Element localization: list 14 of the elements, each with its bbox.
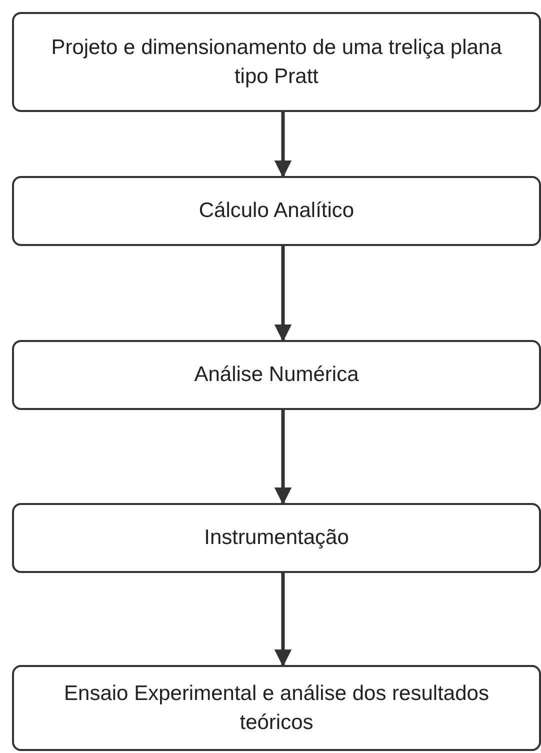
box-label: Análise Numérica — [194, 362, 359, 388]
arrow — [274, 410, 292, 505]
process-box — [12, 12, 541, 112]
box-label: Instrumentação — [204, 525, 349, 552]
box-label: Projeto e dimensionamento de uma treliça plana tipo Pratt — [50, 34, 503, 90]
arrow — [274, 246, 292, 342]
arrow — [274, 112, 292, 178]
process-box — [12, 665, 541, 751]
arrow — [274, 573, 292, 667]
process-box — [12, 503, 541, 573]
box-label: Cálculo Analítico — [198, 198, 354, 224]
process-box — [12, 340, 541, 410]
process-box — [12, 176, 541, 246]
box-label: Ensaio Experimental e análise dos resultados teóricos — [63, 680, 490, 736]
